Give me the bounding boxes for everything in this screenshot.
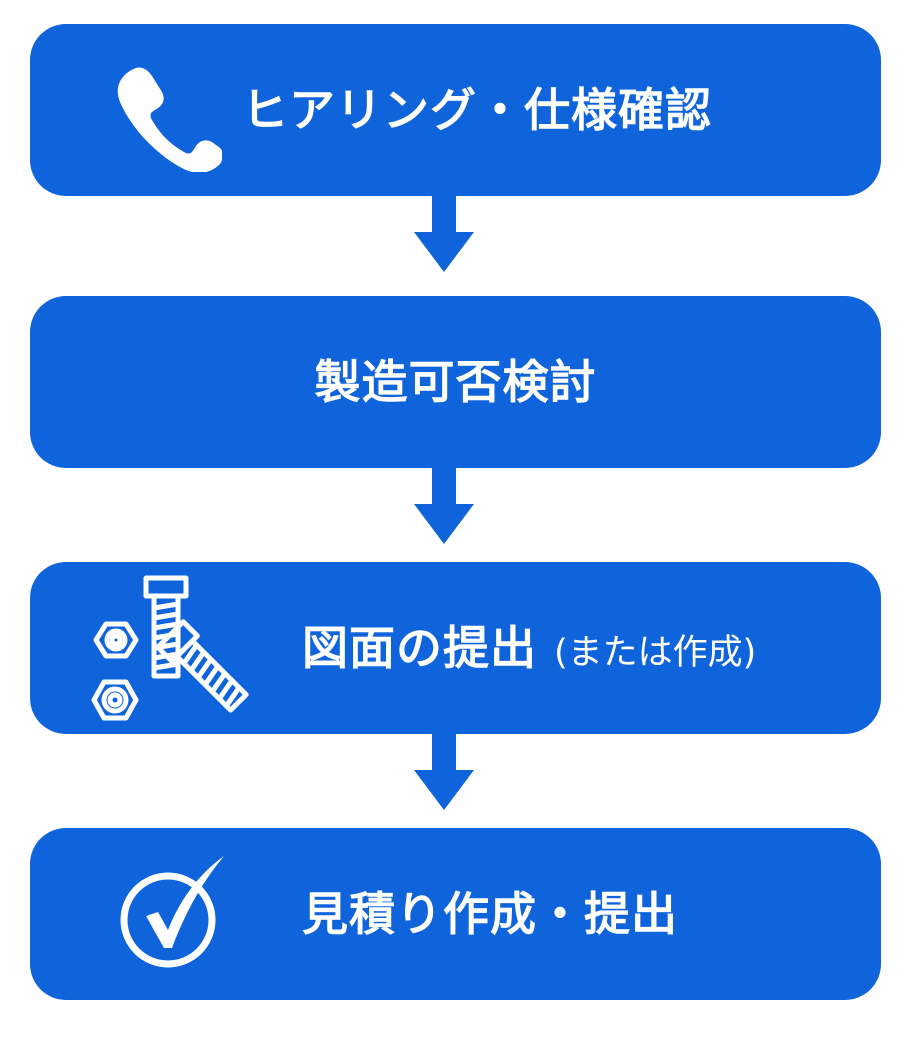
- down-arrow: [414, 196, 474, 280]
- step-label: ヒアリング・仕様確認: [242, 83, 712, 137]
- bolts-nuts-icon: [82, 572, 287, 732]
- down-arrow: [414, 734, 474, 818]
- flow-step-quote: 見積り作成・提出: [30, 828, 881, 1000]
- step-label: 見積り作成・提出: [302, 887, 678, 941]
- flow-step-hearing: ヒアリング・仕様確認: [30, 24, 881, 196]
- flow-step-drawing: 図面の提出 (または作成): [30, 562, 881, 734]
- step-label-sub: (または作成): [554, 633, 757, 673]
- step-label-main: 図面の提出: [302, 621, 537, 675]
- check-circle-icon: [112, 854, 232, 974]
- flow-step-feasibility: 製造可否検討: [30, 296, 881, 468]
- phone-icon: [112, 62, 222, 172]
- step-label: 製造可否検討: [314, 355, 597, 409]
- down-arrow: [414, 468, 474, 552]
- step-label: 図面の提出 (または作成): [302, 562, 756, 734]
